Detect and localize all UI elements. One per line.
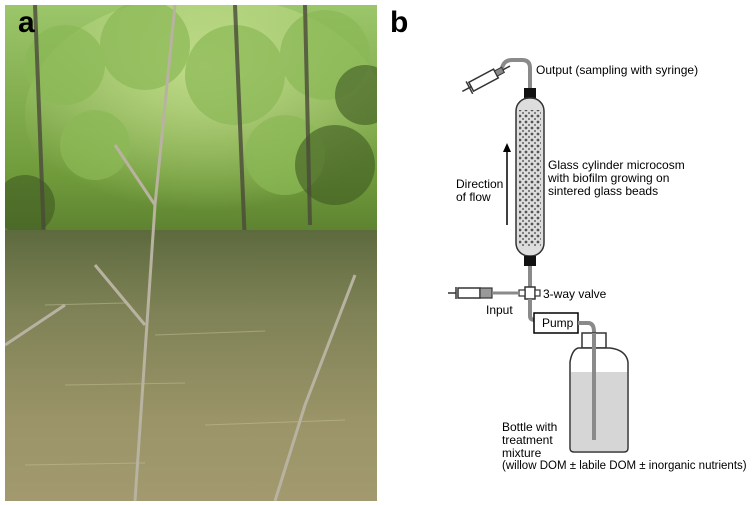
foreground-branches xyxy=(5,5,357,501)
tree-trunks xyxy=(33,5,312,266)
microcosm-label-line-1: Glass cylinder microcosm xyxy=(548,158,685,172)
output-tube xyxy=(500,58,532,90)
stream-photo xyxy=(5,5,377,501)
three-way-valve xyxy=(518,286,541,300)
bottle-label-line-2: treatment xyxy=(502,433,553,447)
direction-label-line-2: of flow xyxy=(456,190,491,204)
pump-label: Pump xyxy=(542,316,574,330)
output-syringe xyxy=(461,65,511,95)
output-label: Output (sampling with syringe) xyxy=(536,63,699,77)
bottle-label-line-4: (willow DOM ± labile DOM ± inorganic nut… xyxy=(502,460,747,472)
panel-label-a: a xyxy=(18,6,35,39)
cylinder-top-cap xyxy=(524,88,536,98)
panel-label-b: b xyxy=(390,6,409,39)
direction-label-line-1: Direction xyxy=(456,177,504,191)
microcosm-label-line-2: with biofilm growing on xyxy=(548,171,670,185)
treatment-bottle xyxy=(569,332,629,453)
cylinder-bottom-cap xyxy=(524,256,536,266)
valve-label: 3-way valve xyxy=(543,287,607,301)
input-label: Input xyxy=(486,303,513,317)
bottle-label-line-3: mixture xyxy=(502,446,542,460)
apparatus-diagram xyxy=(448,58,629,453)
glass-beads xyxy=(519,110,541,246)
microcosm-label-line-3: sintered glass beads xyxy=(548,184,659,198)
stream-water xyxy=(5,230,377,501)
input-syringe xyxy=(448,287,519,299)
water-ripples xyxy=(24,302,346,466)
bottle-label-line-1: Bottle with xyxy=(502,420,558,434)
